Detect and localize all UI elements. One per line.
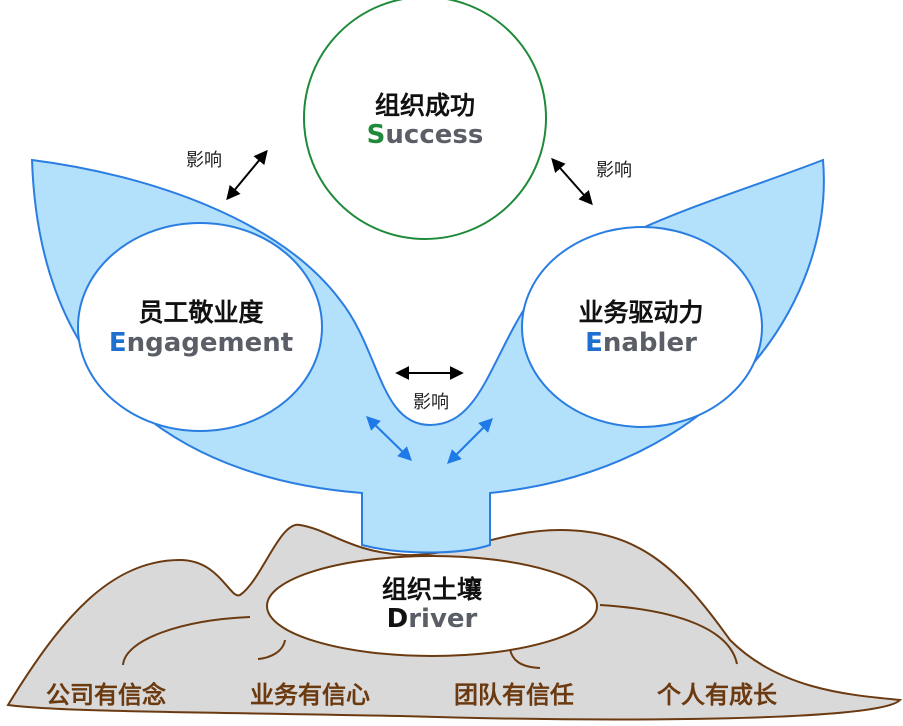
enabler-title-en: Enabler — [585, 328, 697, 358]
soil-item: 个人有成长 — [657, 681, 777, 709]
influence-label-left: 影响 — [186, 150, 222, 171]
driver-initial: D — [386, 604, 409, 634]
success-initial: S — [366, 120, 386, 150]
engagement-initial: E — [108, 328, 127, 358]
driver-rest: river — [408, 604, 478, 634]
engagement-title-en: Engagement — [109, 328, 293, 358]
success-title-en: Success — [367, 120, 484, 150]
engagement-title-cn: 员工敬业度 — [138, 298, 264, 327]
driver-ellipse — [266, 555, 598, 657]
enabler-title-cn: 业务驱动力 — [578, 298, 704, 327]
soil-item: 业务有信心 — [250, 681, 370, 709]
engagement-rest: ngagement — [126, 328, 294, 358]
driver-title-en: Driver — [387, 604, 478, 634]
branch-line — [257, 639, 286, 660]
double-arrow-icon — [447, 418, 493, 464]
enabler-rest: nabler — [602, 328, 697, 358]
success-rest: uccess — [385, 120, 484, 150]
branch-line — [122, 616, 251, 666]
influence-label-center: 影响 — [413, 392, 449, 413]
branch-line — [599, 604, 738, 665]
double-arrow-icon — [551, 157, 593, 206]
influence-label-right: 影响 — [596, 160, 632, 181]
success-title-cn: 组织成功 — [374, 91, 476, 120]
engagement-ellipse — [77, 222, 323, 432]
branch-line — [509, 648, 541, 669]
enabler-initial: E — [585, 328, 603, 358]
double-arrow-icon — [365, 416, 413, 461]
enabler-ellipse — [521, 226, 763, 428]
driver-title-cn: 组织土壤 — [381, 575, 483, 604]
double-arrow-icon — [226, 149, 268, 201]
soil-item: 团队有信任 — [454, 681, 574, 709]
soil-item: 公司有信念 — [46, 681, 166, 709]
success-circle — [303, 0, 547, 240]
